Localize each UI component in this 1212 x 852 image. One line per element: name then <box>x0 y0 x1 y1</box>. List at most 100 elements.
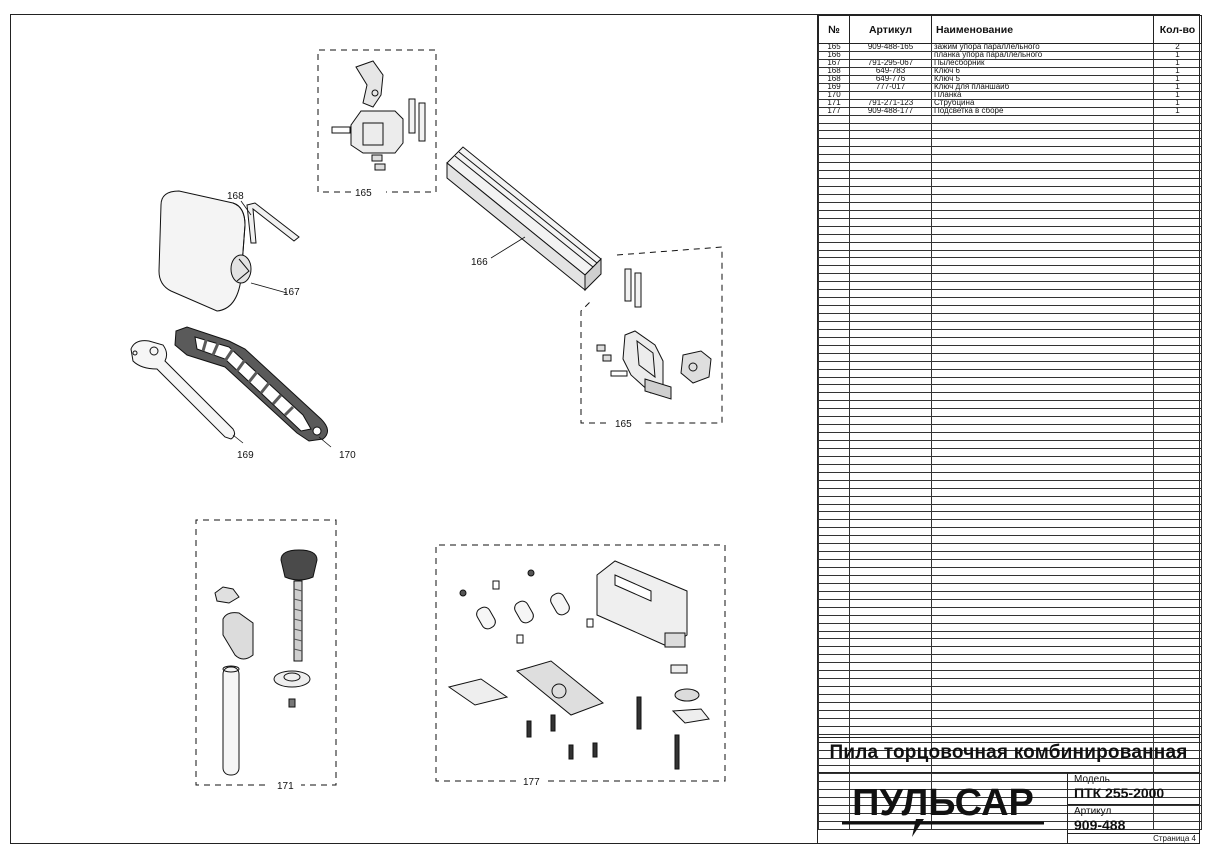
cell-num <box>818 273 850 283</box>
table-row <box>818 551 1202 561</box>
cell-name <box>931 217 1154 227</box>
cell-name <box>931 543 1154 553</box>
cell-qty <box>1153 717 1202 727</box>
part-177-lighting-assembly <box>447 560 710 770</box>
cell-qty <box>1153 559 1202 569</box>
cell-qty <box>1153 138 1202 148</box>
table-row <box>818 273 1202 283</box>
cell-qty <box>1153 574 1202 584</box>
cell-qty <box>1153 146 1202 156</box>
cell-num <box>818 162 850 172</box>
table-row <box>818 495 1202 505</box>
cell-article <box>849 606 932 616</box>
cell-qty <box>1153 622 1202 632</box>
cell-article <box>849 440 932 449</box>
cell-article <box>849 709 932 719</box>
table-row <box>818 313 1202 322</box>
table-row <box>818 138 1202 148</box>
cell-article: 909-488-165 <box>849 43 932 52</box>
cell-article <box>849 50 932 60</box>
cell-name <box>931 709 1154 719</box>
cell-name: Ключ 6 <box>931 66 1154 76</box>
cell-qty <box>1153 241 1202 251</box>
table-row <box>818 146 1202 156</box>
cell-name <box>931 527 1154 537</box>
cell-article <box>849 162 932 172</box>
cell-name <box>931 352 1154 362</box>
cell-article <box>849 138 932 148</box>
cell-num <box>818 138 850 148</box>
cell-article <box>849 717 932 727</box>
cell-name <box>931 320 1154 330</box>
cell-article <box>849 305 932 315</box>
cell-article <box>849 130 932 140</box>
table-row <box>818 701 1202 711</box>
cell-qty <box>1153 527 1202 537</box>
table-row <box>818 225 1202 235</box>
cell-article <box>849 551 932 561</box>
cell-num <box>818 328 850 338</box>
cell-qty <box>1153 154 1202 164</box>
cell-num <box>818 551 850 561</box>
cell-name <box>931 463 1154 473</box>
cell-name: Пылесборник <box>931 58 1154 68</box>
cell-name <box>931 646 1154 656</box>
cell-num: 165 <box>818 43 850 52</box>
cell-article <box>849 193 932 203</box>
cell-qty: 1 <box>1153 50 1202 60</box>
cell-qty <box>1153 408 1202 418</box>
cell-name <box>931 154 1154 164</box>
cell-article <box>849 201 932 211</box>
cell-num <box>818 463 850 473</box>
table-row <box>818 186 1202 195</box>
cell-num <box>818 686 850 696</box>
cell-name <box>931 162 1154 172</box>
cell-qty <box>1153 821 1202 830</box>
cell-article <box>849 471 932 481</box>
cell-num <box>818 622 850 632</box>
cell-num <box>818 606 850 616</box>
cell-qty: 1 <box>1153 82 1202 92</box>
cell-article <box>849 368 932 378</box>
cell-num: 168 <box>818 66 850 76</box>
cell-name <box>931 551 1154 561</box>
table-row <box>818 479 1202 489</box>
cell-name <box>931 193 1154 203</box>
cell-qty <box>1153 313 1202 322</box>
cell-qty <box>1153 487 1202 497</box>
cell-name <box>931 281 1154 291</box>
cell-article <box>849 320 932 330</box>
table-row <box>818 257 1202 267</box>
cell-num <box>818 455 850 465</box>
table-row <box>818 630 1202 640</box>
table-row <box>818 463 1202 473</box>
table-row <box>818 178 1202 188</box>
cell-article <box>849 249 932 259</box>
cell-qty <box>1153 265 1202 275</box>
cell-name <box>931 701 1154 711</box>
cell-qty <box>1153 122 1202 132</box>
cell-qty <box>1153 654 1202 664</box>
brand-logo-box: ПУЛЬСАР <box>818 772 1068 844</box>
table-row <box>818 487 1202 497</box>
cell-name <box>931 376 1154 386</box>
cell-name <box>931 424 1154 434</box>
callout-leaders <box>232 200 526 448</box>
cell-num <box>818 511 850 521</box>
cell-num <box>818 384 850 394</box>
table-row <box>818 471 1202 481</box>
cell-qty <box>1153 432 1202 442</box>
callout-165-top: 165 <box>355 188 372 199</box>
cell-name <box>931 130 1154 140</box>
cell-qty <box>1153 455 1202 465</box>
cell-num <box>818 408 850 418</box>
cell-qty <box>1153 598 1202 608</box>
cell-qty <box>1153 305 1202 315</box>
cell-qty <box>1153 463 1202 473</box>
cell-name <box>931 209 1154 219</box>
table-row <box>818 368 1202 378</box>
cell-qty <box>1153 336 1202 346</box>
cell-name: Струбцина <box>931 98 1154 108</box>
cell-article <box>849 416 932 426</box>
cell-article <box>849 297 932 307</box>
